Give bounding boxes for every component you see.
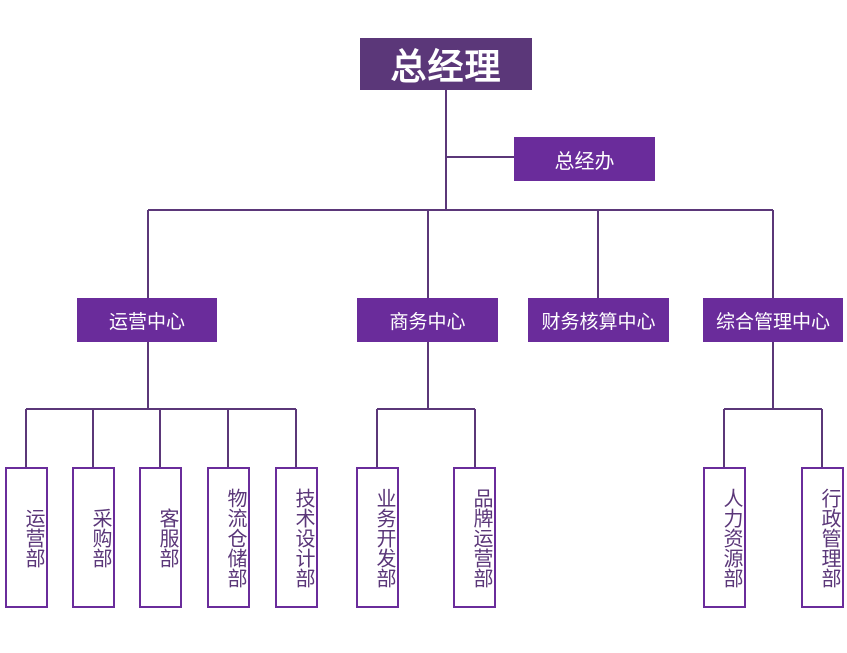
dept-administration: 行政管理部 [801, 467, 844, 608]
dept-human-resources: 人力资源部 [703, 467, 746, 608]
dept-operations: 运营部 [5, 467, 48, 608]
dept-business-development: 业务开发部 [356, 467, 399, 608]
dept-logistics-warehouse: 物流仓储部 [207, 467, 250, 608]
operations-center-box: 运营中心 [77, 298, 217, 342]
finance-center-box: 财务核算中心 [528, 298, 669, 342]
dept-brand-operations: 品牌运营部 [453, 467, 496, 608]
general-manager-box: 总经理 [360, 38, 532, 90]
dept-tech-design: 技术设计部 [275, 467, 318, 608]
gm-office-box: 总经办 [514, 137, 655, 181]
dept-procurement: 采购部 [72, 467, 115, 608]
dept-customer-service: 客服部 [139, 467, 182, 608]
business-center-box: 商务中心 [357, 298, 498, 342]
admin-center-box: 综合管理中心 [703, 298, 843, 342]
